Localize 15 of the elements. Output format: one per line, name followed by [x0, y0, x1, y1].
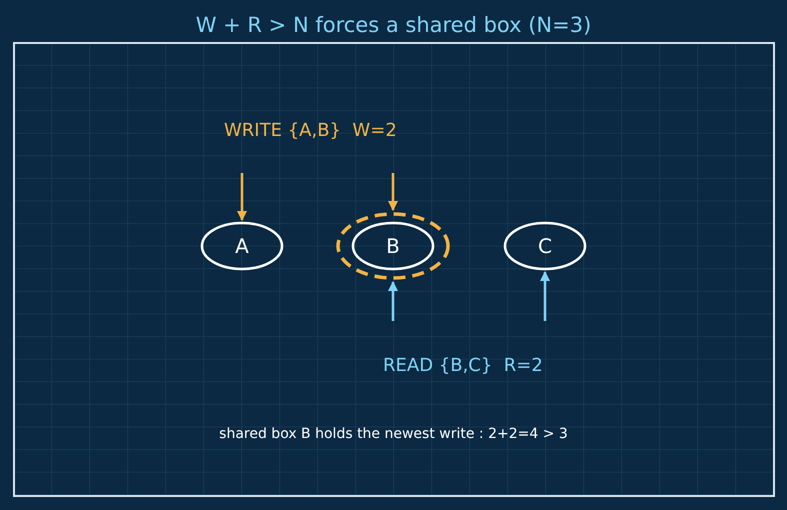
arrow: [388, 281, 398, 321]
node-label: B: [386, 236, 400, 256]
dashed-ellipse: [336, 212, 450, 280]
node-ellipse: [503, 221, 587, 271]
node-ellipse: [200, 221, 284, 271]
arrow: [237, 173, 247, 221]
node-label: C: [538, 236, 552, 256]
annotation-text: shared box B holds the newest write : 2+2=4 > 3: [218, 425, 569, 444]
annotation-text: READ {B,C} R=2: [383, 354, 543, 378]
annotation-text: WRITE {A,B} W=2: [224, 119, 397, 143]
node-label: A: [235, 236, 249, 256]
node-ellipse: [351, 221, 435, 271]
arrow: [540, 271, 550, 321]
title: W + R > N forces a shared box (N=3): [194, 12, 592, 39]
arrow: [388, 173, 398, 211]
